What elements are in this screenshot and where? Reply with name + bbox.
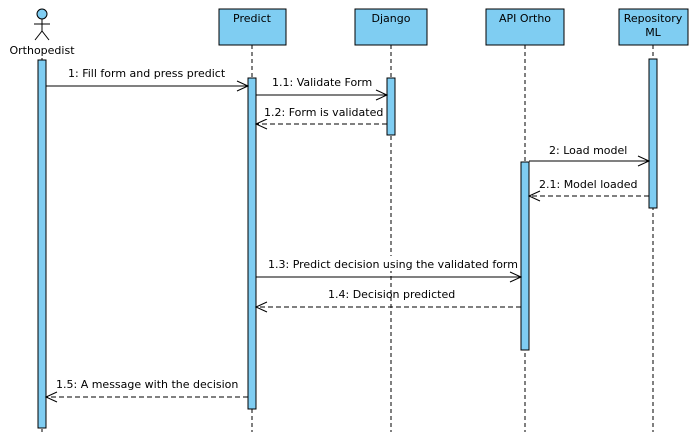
message-label: 2.1: Model loaded: [539, 178, 637, 191]
participant-label-api-ortho: API Ortho: [499, 12, 551, 25]
message-1-3: 1.3: Predict decision using the validate…: [256, 256, 523, 283]
participant-api-ortho: API Ortho: [485, 8, 565, 46]
message-label: 1.1: Validate Form: [272, 76, 372, 89]
message-2: 2: Load model: [529, 144, 651, 167]
message-1-1: 1.1: Validate Form: [256, 76, 389, 101]
arrowhead-icon: [375, 89, 389, 101]
actor-orthopedist: Orthopedist: [9, 8, 75, 57]
arrowhead-icon: [254, 301, 268, 313]
participant-label-repository: Repository: [624, 12, 683, 25]
message-label: 2: Load model: [549, 144, 627, 157]
arrowhead-icon: [254, 118, 268, 130]
message-1-4: 1.4: Decision predicted: [254, 288, 521, 313]
participant-predict: Predict: [218, 8, 287, 46]
activation-predict: [247, 77, 257, 410]
message-label: 1.2: Form is validated: [264, 106, 383, 119]
arrowhead-icon: [637, 155, 651, 167]
message-1: 1: Fill form and press predict: [46, 67, 250, 92]
activation-repository-ml: [648, 58, 658, 209]
participant-django: Django: [354, 8, 428, 46]
message-2-1: 2.1: Model loaded: [527, 178, 649, 202]
activation-orthopedist: [37, 59, 47, 429]
arrowhead-icon: [527, 190, 541, 202]
participant-label-django: Django: [372, 12, 411, 25]
participant-label-predict: Predict: [233, 12, 272, 25]
actor-label-orthopedist: Orthopedist: [9, 44, 75, 57]
activation-api-ortho: [520, 161, 530, 351]
message-label: 1.3: Predict decision using the validate…: [268, 258, 518, 271]
participant-repository-ml: Repository ML: [618, 8, 689, 46]
message-label: 1.5: A message with the decision: [56, 378, 238, 391]
arrowhead-icon: [44, 391, 58, 403]
actor-head-icon: [36, 8, 48, 20]
participant-label-ml: ML: [645, 26, 661, 39]
arrowhead-icon: [509, 271, 523, 283]
message-label: 1: Fill form and press predict: [68, 67, 226, 80]
message-1-5: 1.5: A message with the decision: [44, 378, 248, 403]
message-1-2: 1.2: Form is validated: [254, 104, 387, 130]
activation-django: [386, 77, 396, 136]
arrowhead-icon: [236, 80, 250, 92]
message-label: 1.4: Decision predicted: [328, 288, 455, 301]
